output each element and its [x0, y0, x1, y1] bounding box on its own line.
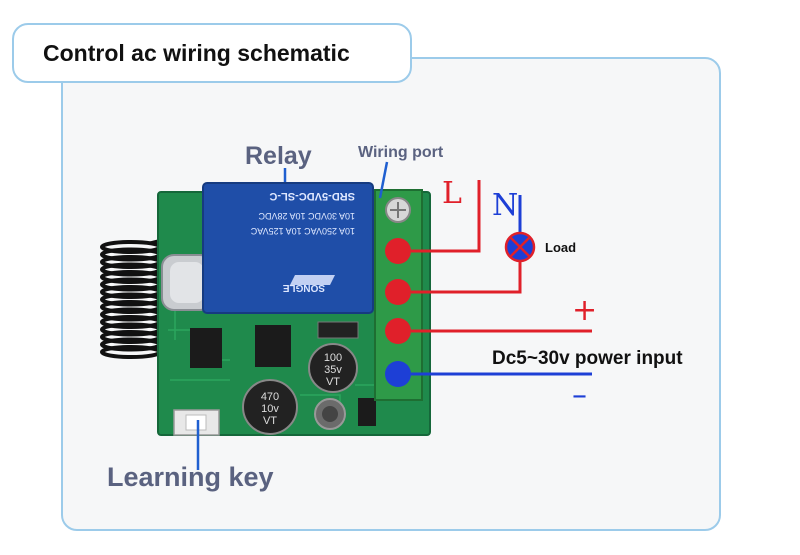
coil-loop [100, 345, 162, 359]
relay-component: SRD-5VDC-SL-C 10A 30VDC 10A 28VDC 10A 25… [202, 182, 374, 314]
svg-text:VT: VT [263, 415, 277, 427]
capacitor-470uf: 470 10v VT [242, 379, 298, 435]
load-to-terminal-wire [411, 262, 522, 294]
line-wire [411, 180, 481, 253]
terminal-dot-1 [385, 238, 411, 264]
relay-model-text: SRD-5VDC-SL-C [269, 190, 355, 202]
svg-text:10v: 10v [261, 403, 279, 415]
terminal-dot-3 [385, 318, 411, 344]
wires [411, 180, 592, 376]
terminal-dot-2 [385, 279, 411, 305]
callout-lines [196, 161, 389, 470]
learning-key-label: Learning key [107, 462, 274, 492]
learning-key-button[interactable] [173, 409, 220, 436]
relay-rating-2: 10A 250VAC 10A 125VAC [250, 226, 355, 236]
crystal-oscillator [161, 254, 213, 311]
relay-brand-text: SONGLE [282, 282, 325, 293]
wiring-port-label: Wiring port [358, 144, 444, 161]
svg-text:35v: 35v [324, 364, 342, 376]
relay-label: Relay [245, 142, 312, 170]
terminal-screw [385, 197, 411, 223]
terminal-block [374, 189, 423, 401]
relay-rating-1: 10A 30VDC 10A 28VDC [258, 211, 355, 221]
diagram-title: Control ac wiring schematic [43, 40, 350, 66]
wiring-port-callout [378, 161, 389, 199]
power-input-label: Dc5~30v power input [492, 348, 683, 369]
line-label: L [442, 176, 462, 211]
neutral-label: N [492, 188, 518, 223]
load-label: Load [545, 240, 576, 255]
svg-text:100: 100 [324, 352, 342, 364]
plus-label: + [572, 293, 597, 328]
ic-chip-3 [358, 398, 376, 426]
inductor [314, 398, 346, 430]
terminal-dot-4 [385, 361, 411, 387]
diode [317, 321, 359, 339]
title-tab [12, 23, 412, 83]
svg-text:VT: VT [326, 376, 340, 388]
relay-logo-mark [290, 275, 335, 285]
ic-chip-1 [190, 328, 222, 368]
load-lamp-icon [504, 231, 536, 263]
minus-label: – [572, 378, 587, 413]
capacitor-100uf: 100 35v VT [308, 343, 358, 393]
ic-chip-2 [255, 325, 291, 367]
svg-text:470: 470 [261, 391, 279, 403]
